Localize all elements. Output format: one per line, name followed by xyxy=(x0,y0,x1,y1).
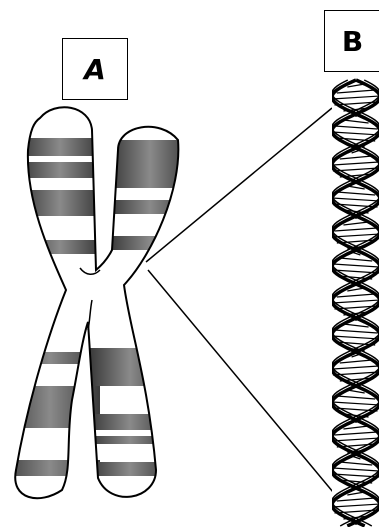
label-b: B xyxy=(342,25,363,58)
label-a: A xyxy=(84,53,106,86)
label-a-box: A xyxy=(62,38,128,100)
dna-helix-figure xyxy=(332,78,379,527)
label-b-box: B xyxy=(324,10,379,72)
